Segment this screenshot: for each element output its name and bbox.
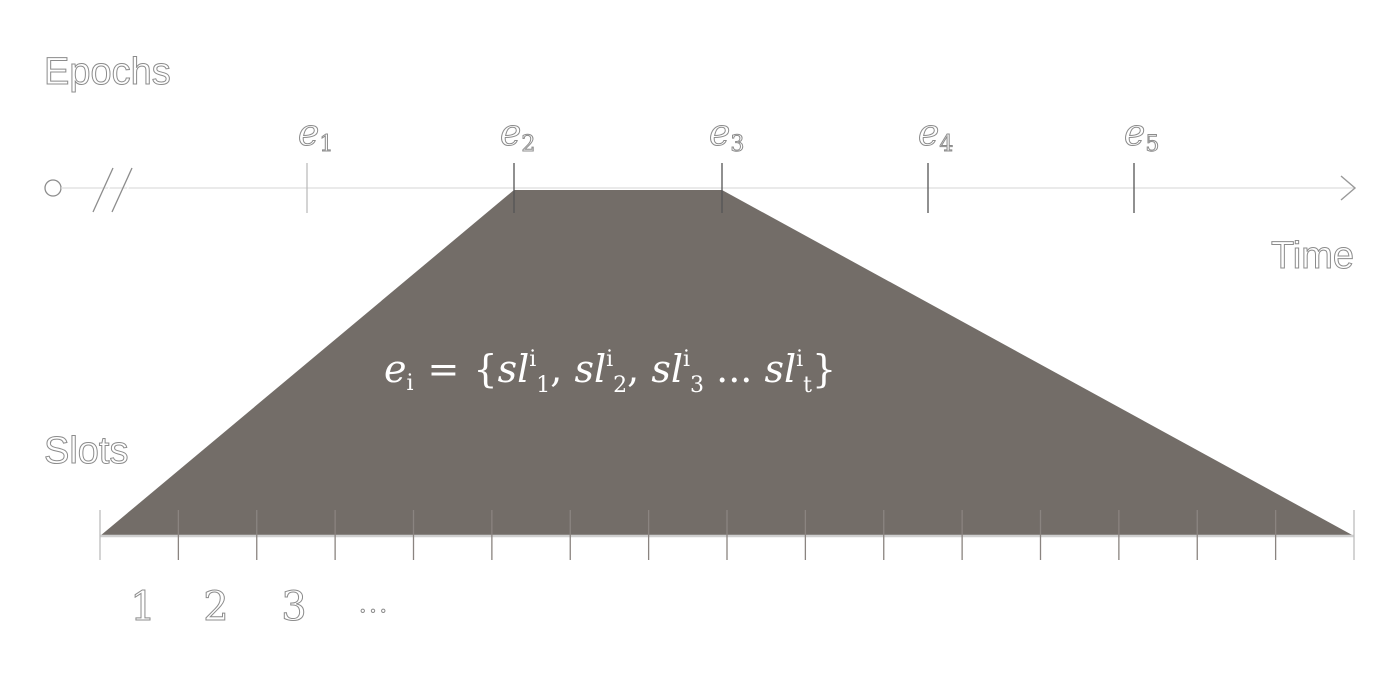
formula-item-2-sep: , — [627, 347, 651, 391]
epoch-label-2: e2 — [500, 113, 535, 157]
formula-close-brace: } — [812, 347, 836, 391]
epoch-to-slots-trapezoid — [100, 190, 1354, 536]
formula-item-2-base: sl — [574, 347, 606, 391]
formula-item-1-base: sl — [498, 347, 530, 391]
epoch-label-1-base: e — [298, 113, 319, 154]
epoch-label-5-sub: 5 — [1145, 132, 1159, 157]
time-label: Time — [1271, 235, 1354, 277]
epoch-label-4-sub: 4 — [939, 132, 953, 157]
epoch-label-5-base: e — [1124, 113, 1145, 154]
formula-lhs-base: e — [384, 347, 407, 391]
formula-item-3-sub: 3 — [690, 373, 704, 398]
epoch-label-2-base: e — [500, 113, 521, 154]
epochs-label: Epochs — [44, 51, 171, 93]
epoch-definition-formula: ei={sli1, sli2, sli3 ... slit} — [384, 347, 836, 398]
formula-open-brace: { — [473, 347, 497, 391]
formula-item-1-sep: , — [550, 347, 574, 391]
slot-number-3: 3 — [281, 584, 306, 630]
slots-label: Slots — [44, 430, 128, 472]
formula-item-4-sup: i — [796, 347, 803, 372]
slot-number-1: 1 — [130, 584, 155, 630]
epoch-label-1: e1 — [298, 113, 333, 157]
slot-ellipsis: ... — [359, 589, 390, 619]
time-axis-arrowhead — [1340, 175, 1357, 201]
formula-item-3-sup: i — [683, 347, 690, 372]
epoch-label-1-sub: 1 — [319, 132, 333, 157]
formula-item-4-sub: t — [803, 373, 812, 398]
epoch-label-2-sub: 2 — [521, 132, 535, 157]
formula-item-2-sub: 2 — [613, 373, 627, 398]
formula-item-3-sep: ... — [704, 347, 764, 391]
slot-numbers: 1 2 3 ... — [130, 584, 390, 631]
epoch-label-4-base: e — [918, 113, 939, 154]
slot-ticks — [99, 510, 1355, 560]
formula-item-1-sub: 1 — [536, 373, 550, 398]
epoch-markers: e1 e2 e3 e4 e5 — [298, 113, 1160, 213]
epoch-label-3-sub: 3 — [730, 132, 744, 157]
epoch-label-5: e5 — [1124, 113, 1159, 157]
slot-axis — [99, 510, 1355, 560]
epoch-label-4: e4 — [918, 113, 953, 157]
epoch-label-3-base: e — [709, 113, 730, 154]
axis-origin-marker — [44, 179, 62, 197]
formula-item-4-base: sl — [764, 347, 796, 391]
formula-item-3-base: sl — [651, 347, 683, 391]
epoch-label-3: e3 — [709, 113, 744, 157]
formula-equals: = — [428, 347, 460, 391]
time-axis — [44, 167, 1357, 213]
axis-break-marker — [92, 167, 138, 213]
formula-item-1-sup: i — [529, 347, 536, 372]
formula-item-2-sup: i — [606, 347, 613, 372]
slot-number-2: 2 — [203, 584, 228, 630]
formula-lhs-sub: i — [407, 371, 414, 396]
